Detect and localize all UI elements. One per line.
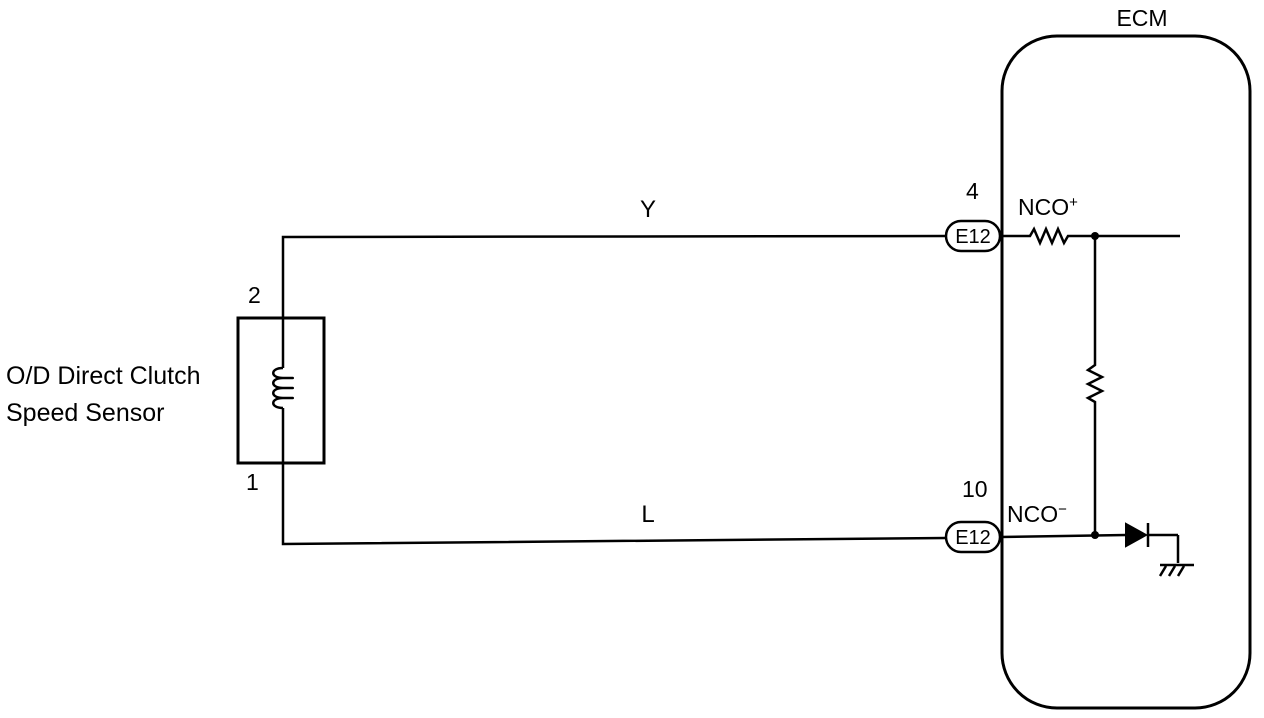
connector-top-pin: 4: [966, 178, 979, 204]
wire-bottom-internal: [999, 533, 1127, 539]
wire-top: [281, 234, 947, 318]
sensor-name-line1: O/D Direct Clutch: [6, 362, 200, 390]
resistor-top-icon: [1000, 225, 1180, 247]
signal-bottom-label: NCO−: [1007, 501, 1067, 527]
connector-bottom-id: E12: [955, 527, 991, 549]
resistor-vertical-icon: [1085, 236, 1105, 535]
sensor-name-line2: Speed Sensor: [6, 399, 164, 427]
sensor-pin-top-label: 2: [248, 282, 261, 308]
wire-bottom-color-label: L: [641, 501, 654, 528]
connector-bottom-pin: 10: [962, 476, 988, 502]
connector-top-id: E12: [955, 226, 991, 248]
sensor-pin-bottom-label: 1: [246, 469, 259, 495]
coil-icon: [272, 318, 294, 463]
diode-icon: [1125, 522, 1180, 563]
sensor-body: [236, 316, 326, 465]
connector-bottom: E12: [944, 520, 1002, 554]
ecm-title: ECM: [1116, 5, 1167, 31]
ecm-module-box: [1000, 34, 1252, 710]
wire-bottom: [281, 463, 947, 546]
connector-top: E12: [944, 219, 1002, 253]
signal-top-label: NCO+: [1018, 194, 1078, 220]
ground-icon: [1158, 563, 1194, 577]
wire-top-color-label: Y: [640, 196, 656, 223]
